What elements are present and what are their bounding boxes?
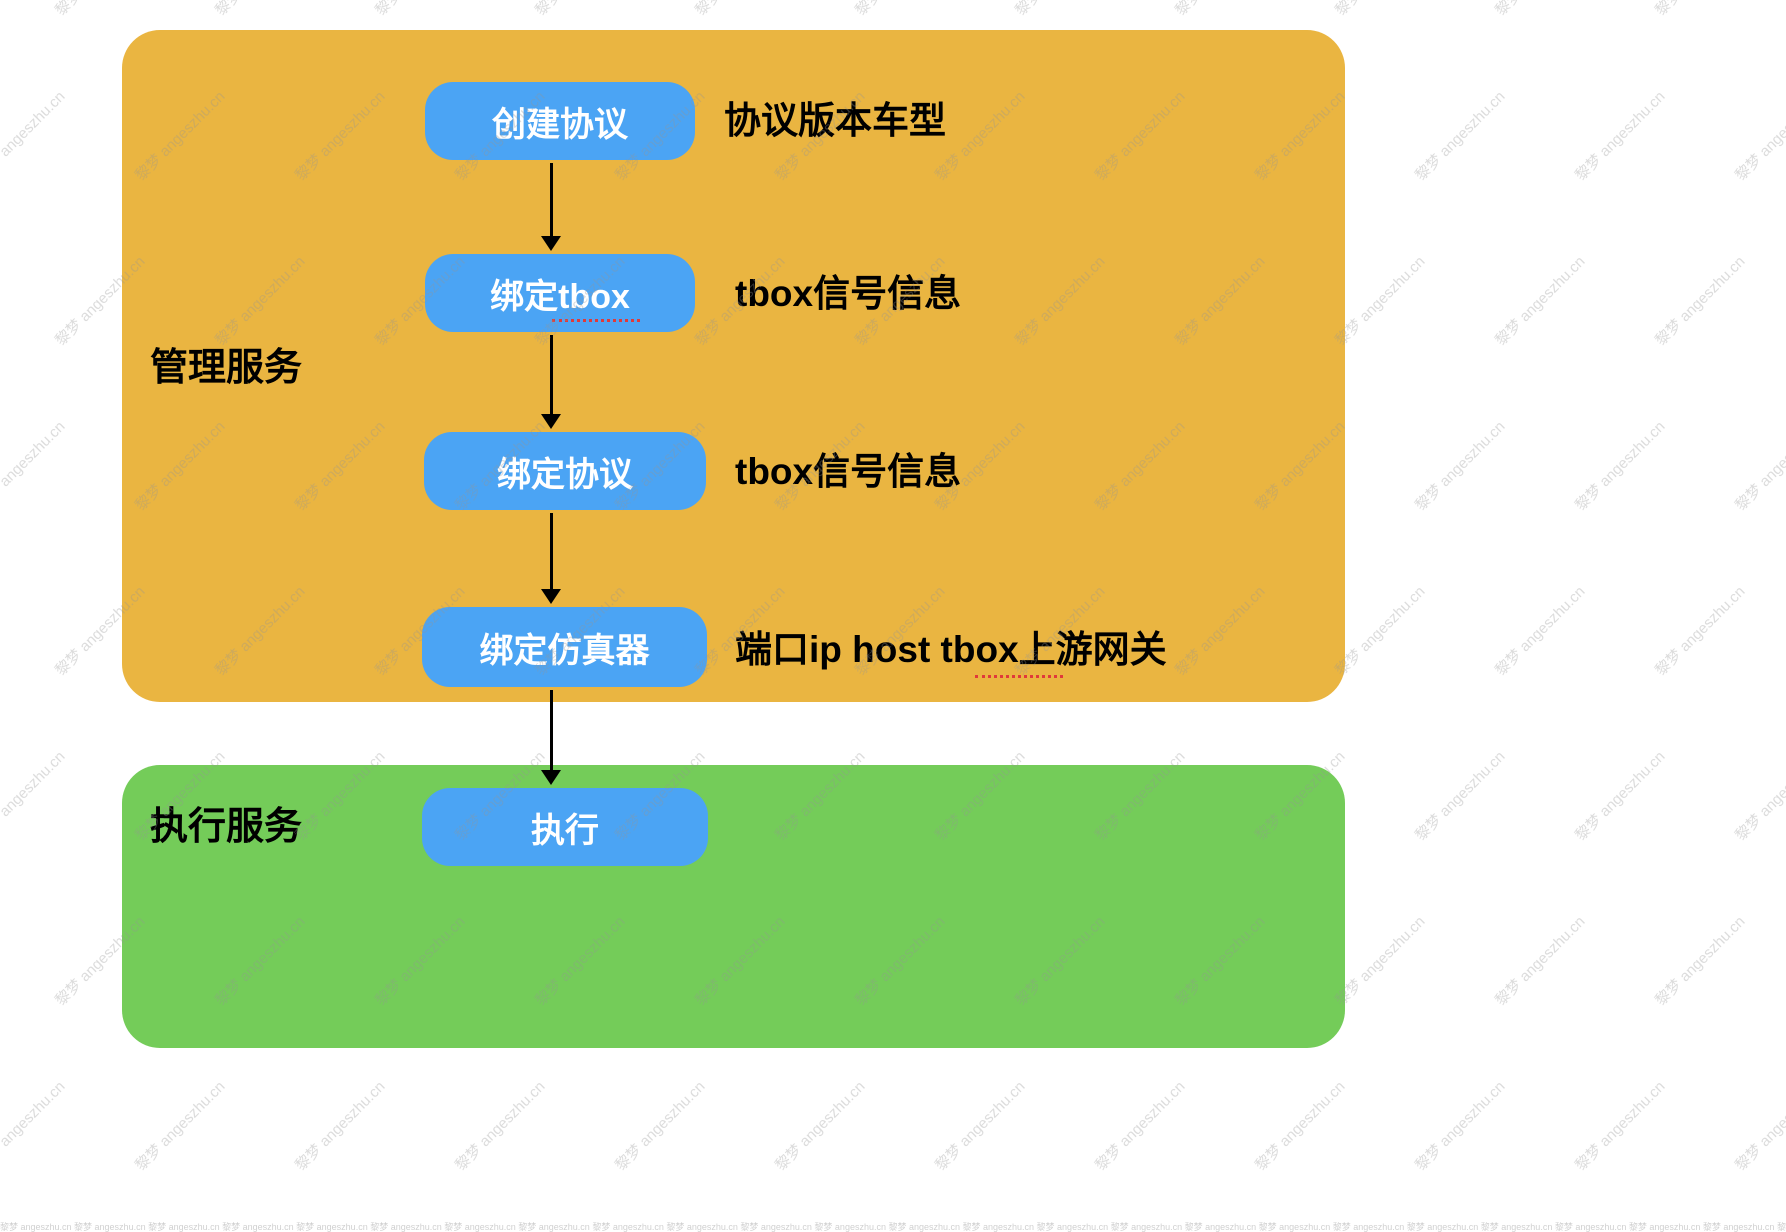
watermark-text: 黎梦 angeszhu.cn — [1732, 748, 1786, 845]
watermark-text: 黎梦 angeszhu.cn — [1732, 1078, 1786, 1175]
watermark-text: 黎梦 angeszhu.cn — [612, 1078, 709, 1175]
watermark-text: 黎梦 angeszhu.cn — [50, 0, 149, 20]
management-service-label: 管理服务 — [150, 347, 303, 389]
watermark-text: 黎梦 angeszhu.cn — [1092, 1078, 1189, 1175]
watermark-text: 黎梦 angeszhu.cn — [690, 0, 789, 20]
execution-service-panel — [122, 765, 1345, 1048]
watermark-text: 黎梦 angeszhu.cn — [1572, 418, 1669, 515]
watermark-text: 黎梦 angeszhu.cn — [1490, 0, 1589, 20]
watermark-text: 黎梦 angeszhu.cn — [1732, 418, 1786, 515]
watermark-text: 黎梦 angeszhu.cn — [210, 0, 309, 20]
arrowhead-icon — [541, 414, 561, 429]
flow-node-bind-tbox: 绑定tbox — [425, 254, 695, 332]
arrowhead-icon — [541, 589, 561, 604]
flow-node-label: 绑定tbox — [490, 277, 630, 316]
arrow-down-icon — [540, 163, 562, 251]
watermark-text: 黎梦 angeszhu.cn — [370, 0, 469, 20]
watermark-text: 黎梦 angeszhu.cn — [0, 88, 69, 185]
flow-node-bind-protocol: 绑定协议 — [424, 432, 706, 510]
arrow-down-icon — [540, 513, 562, 604]
flow-node-execute: 执行 — [422, 788, 708, 866]
watermark-text: 黎梦 angeszhu.cn — [932, 1078, 1029, 1175]
flow-node-create-protocol: 创建协议 — [425, 82, 695, 160]
spellcheck-underline — [975, 654, 1063, 678]
watermark-text: 黎梦 angeszhu.cn — [0, 748, 69, 845]
execution-service-label: 执行服务 — [150, 806, 303, 848]
flow-node-label: 绑定协议 — [497, 455, 633, 494]
watermark-text: 黎梦 angeszhu.cn — [0, 1078, 69, 1175]
management-service-panel — [122, 30, 1345, 702]
watermark-text: 黎梦 angeszhu.cn — [1412, 748, 1509, 845]
watermark-bottom-strip: 黎梦 angeszhu.cn 黎梦 angeszhu.cn 黎梦 angeszh… — [0, 1222, 1786, 1232]
arrow-shaft — [549, 513, 553, 589]
watermark-text: 黎梦 angeszhu.cn — [1652, 583, 1749, 680]
watermark-text: 黎梦 angeszhu.cn — [1170, 0, 1269, 20]
arrowhead-icon — [541, 236, 561, 251]
watermark-text: 黎梦 angeszhu.cn — [1010, 0, 1109, 20]
flow-node-label: 执行 — [531, 811, 599, 850]
arrow-shaft — [549, 335, 553, 414]
watermark-text: 黎梦 angeszhu.cn — [452, 1078, 549, 1175]
watermark-text: 黎梦 angeszhu.cn — [850, 0, 949, 20]
watermark-text: 黎梦 angeszhu.cn — [1492, 253, 1589, 350]
watermark-text: 黎梦 angeszhu.cn — [1412, 1078, 1509, 1175]
watermark-text: 黎梦 angeszhu.cn — [1252, 1078, 1349, 1175]
watermark-text: 黎梦 angeszhu.cn — [0, 418, 69, 515]
watermark-text: 黎梦 angeszhu.cn — [530, 0, 629, 20]
watermark-text: 黎梦 angeszhu.cn — [1732, 88, 1786, 185]
watermark-text: 黎梦 angeszhu.cn — [1492, 583, 1589, 680]
arrow-shaft — [549, 690, 553, 770]
flow-node-label: 创建协议 — [492, 105, 628, 144]
watermark-text: 黎梦 angeszhu.cn — [1330, 0, 1429, 20]
watermark-text: 黎梦 angeszhu.cn — [1652, 913, 1749, 1010]
arrow-down-icon — [540, 335, 562, 429]
arrow-down-icon — [540, 690, 562, 785]
annotation-bind-protocol: tbox信号信息 — [735, 451, 962, 492]
watermark-text: 黎梦 angeszhu.cn — [772, 1078, 869, 1175]
annotation-bind-simulator: 端口ip host tbox上游网关 — [735, 629, 1167, 670]
watermark-text: 黎梦 angeszhu.cn — [1412, 418, 1509, 515]
annotation-bind-tbox: tbox信号信息 — [735, 273, 962, 314]
watermark-text: 黎梦 angeszhu.cn — [1572, 1078, 1669, 1175]
arrowhead-icon — [541, 770, 561, 785]
watermark-text: 黎梦 angeszhu.cn — [292, 1078, 389, 1175]
watermark-text: 黎梦 angeszhu.cn — [132, 1078, 229, 1175]
arrow-shaft — [549, 163, 553, 236]
watermark-text: 黎梦 angeszhu.cn — [1572, 88, 1669, 185]
watermark-text: 黎梦 angeszhu.cn — [1492, 913, 1589, 1010]
annotation-create-protocol: 协议版本车型 — [724, 100, 946, 141]
flow-node-bind-simulator: 绑定仿真器 — [422, 607, 707, 687]
watermark-text: 黎梦 angeszhu.cn — [1412, 88, 1509, 185]
flow-node-label: 绑定仿真器 — [479, 631, 650, 670]
watermark-text: 黎梦 angeszhu.cn — [1572, 748, 1669, 845]
watermark-text: 黎梦 angeszhu.cn — [1652, 253, 1749, 350]
spellcheck-underline — [552, 298, 640, 322]
watermark-text: 黎梦 angeszhu.cn — [1650, 0, 1749, 20]
